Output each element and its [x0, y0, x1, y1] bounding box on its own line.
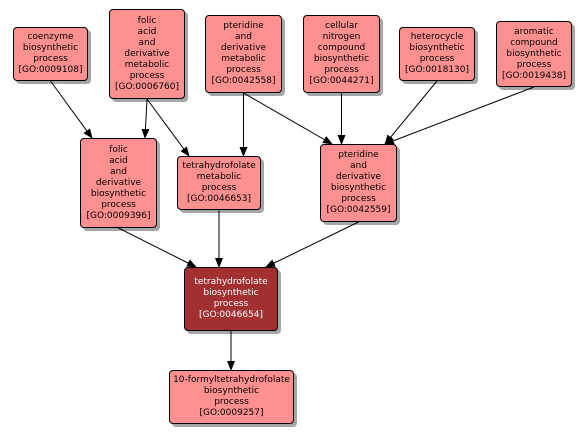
go-node-10-formyltetrahydrofolate-biosynthetic-process[interactable]: 10-formyltetrahydrofolate biosynthetic p… — [169, 370, 294, 424]
node-label: pteridine and derivative biosynthetic pr… — [326, 150, 391, 215]
go-node-pteridine-derivative-biosynthetic-process[interactable]: pteridine and derivative biosynthetic pr… — [320, 144, 397, 222]
node-label: heterocycle biosynthetic process [GO:001… — [404, 32, 470, 75]
edge-n0042559-to-n0046654 — [265, 221, 359, 268]
edge-n0042558-to-n0042559 — [243, 92, 333, 145]
node-label: aromatic compound biosynthetic process [… — [501, 26, 567, 81]
go-node-aromatic-compound-biosynthetic-process[interactable]: aromatic compound biosynthetic process [… — [496, 21, 572, 87]
go-node-folic-acid-derivative-metabolic-process[interactable]: folic acid and derivative metabolic proc… — [109, 9, 185, 99]
node-label: pteridine and derivative metabolic proce… — [211, 21, 276, 86]
go-node-tetrahydrofolate-biosynthetic-process[interactable]: tetrahydrofolate biosynthetic process [G… — [184, 267, 278, 331]
edge-n0009108-to-n0009396 — [50, 80, 93, 139]
go-node-pteridine-derivative-metabolic-process[interactable]: pteridine and derivative metabolic proce… — [205, 15, 282, 93]
go-node-coenzyme-biosynthetic-process[interactable]: coenzyme biosynthetic process [GO:000910… — [13, 27, 88, 81]
edge-n0009396-to-n0046654 — [118, 227, 197, 268]
node-label: coenzyme biosynthetic process [GO:000910… — [18, 32, 83, 75]
edge-n0006760-to-n0009396 — [141, 98, 150, 139]
node-label: cellular nitrogen compound biosynthetic … — [309, 21, 374, 86]
go-node-heterocycle-biosynthetic-process[interactable]: heterocycle biosynthetic process [GO:001… — [399, 27, 475, 81]
node-label: folic acid and derivative metabolic proc… — [114, 15, 180, 92]
node-label: tetrahydrofolate metabolic process [GO:0… — [182, 161, 256, 204]
node-label: tetrahydrofolate biosynthetic process [G… — [194, 277, 268, 320]
edge-n0006760-to-n0046653 — [146, 98, 190, 157]
node-label: 10-formyltetrahydrofolate biosynthetic p… — [173, 375, 290, 418]
node-label: folic acid and derivative biosynthetic p… — [86, 144, 151, 221]
go-node-folic-acid-derivative-biosynthetic-process[interactable]: folic acid and derivative biosynthetic p… — [80, 138, 157, 228]
edge-n0019438-to-n0042559 — [384, 86, 535, 145]
edge-n0018130-to-n0042559 — [384, 80, 438, 145]
go-node-tetrahydrofolate-metabolic-process[interactable]: tetrahydrofolate metabolic process [GO:0… — [177, 156, 261, 210]
go-node-cellular-nitrogen-compound-biosynthetic-process[interactable]: cellular nitrogen compound biosynthetic … — [303, 15, 380, 93]
